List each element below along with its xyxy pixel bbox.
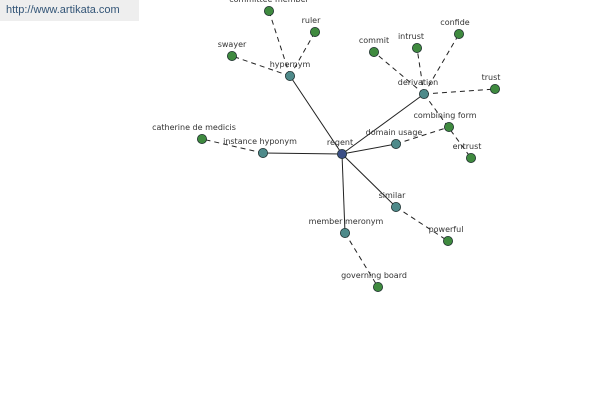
word-node-combining-form[interactable] [443, 122, 454, 133]
word-label-intrust[interactable]: intrust [398, 32, 424, 41]
relation-node-similar[interactable] [390, 201, 401, 212]
edge-regent-instance-hyponym [262, 152, 343, 155]
word-node-ruler[interactable] [309, 26, 320, 37]
word-label-confide[interactable]: confide [440, 18, 469, 27]
word-node-committee-member[interactable] [263, 6, 274, 16]
edge-regent-similar [341, 153, 397, 208]
edge-regent-member-meronym [341, 153, 346, 234]
edges-layer [201, 10, 496, 288]
center-node-regent[interactable] [336, 148, 347, 159]
edge-hypernym-committee-member [268, 10, 291, 77]
word-label-governing-board[interactable]: governing board [341, 271, 407, 280]
word-label-entrust[interactable]: entrust [453, 142, 482, 151]
edge-regent-derivation [341, 93, 425, 155]
word-node-entrust[interactable] [465, 152, 476, 163]
relation-label-instance-hyponym[interactable]: instance hyponym [223, 137, 297, 146]
edge-regent-hypernym [289, 75, 343, 155]
edge-hypernym-ruler [289, 31, 316, 77]
word-node-confide[interactable] [453, 28, 464, 39]
word-label-powerful[interactable]: powerful [429, 225, 464, 234]
relation-label-member-meronym[interactable]: member meronym [309, 217, 384, 226]
word-label-committee-member[interactable]: committee member [229, 0, 309, 4]
relation-node-domain-usage[interactable] [390, 138, 401, 149]
nodes-layer [196, 6, 500, 292]
edge-hypernym-swayer [231, 55, 291, 77]
edge-domain-usage-combining-form [395, 126, 450, 145]
word-node-commit[interactable] [368, 47, 379, 58]
word-node-governing-board[interactable] [372, 281, 383, 292]
relation-label-derivation[interactable]: derivation [398, 78, 438, 87]
word-node-intrust[interactable] [411, 43, 422, 54]
relation-node-instance-hyponym[interactable] [257, 147, 268, 158]
word-node-powerful[interactable] [442, 235, 453, 246]
relation-node-hypernym[interactable] [284, 71, 295, 82]
word-label-combining-form[interactable]: combining form [413, 111, 476, 120]
word-node-trust[interactable] [489, 84, 500, 95]
edge-derivation-trust [423, 88, 496, 95]
edge-member-meronym-governing-board [344, 232, 379, 288]
edge-instance-hyponym-catherine-de-medicis [201, 138, 264, 154]
center-label-regent[interactable]: regent [327, 138, 353, 147]
labels-layer: regent hypernym derivation domain usage inst… [152, 0, 500, 280]
word-node-swayer[interactable] [226, 51, 237, 62]
edge-derivation-commit [373, 51, 425, 95]
watermark: http://www.artikata.com [0, 0, 139, 21]
relation-node-member-meronym[interactable] [339, 227, 350, 238]
word-node-catherine-de-medicis[interactable] [196, 133, 207, 144]
word-label-ruler[interactable]: ruler [302, 16, 322, 25]
edge-derivation-intrust [416, 47, 425, 95]
edge-similar-powerful [395, 206, 449, 242]
word-label-trust[interactable]: trust [482, 73, 501, 82]
edge-regent-domain-usage [341, 143, 397, 155]
word-label-commit[interactable]: commit [359, 36, 389, 45]
relation-label-domain-usage[interactable]: domain usage [366, 128, 423, 137]
word-label-catherine-de-medicis[interactable]: catherine de medicis [152, 123, 236, 132]
edge-derivation-confide [423, 33, 460, 95]
relation-label-hypernym[interactable]: hypernym [270, 60, 311, 69]
relation-label-similar[interactable]: similar [379, 191, 407, 200]
relation-node-derivation[interactable] [418, 89, 429, 100]
word-label-swayer[interactable]: swayer [218, 40, 247, 49]
